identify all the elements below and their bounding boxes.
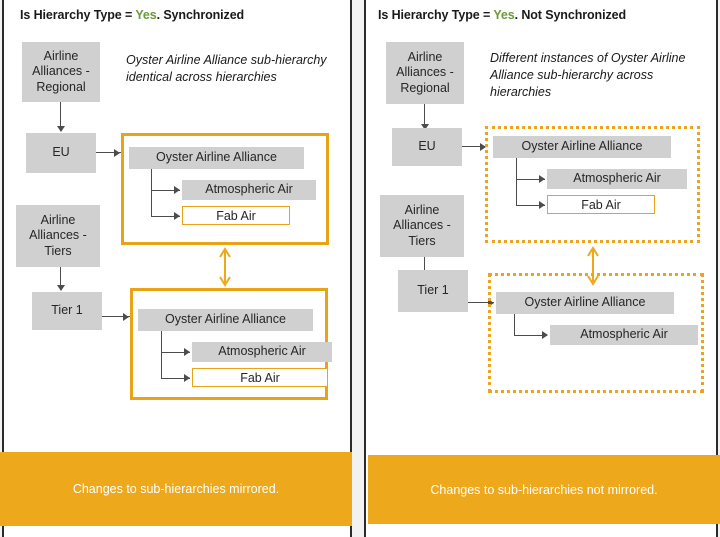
panel-synchronized: Is Hierarchy Type = Yes. Synchronized Oy…: [2, 0, 352, 537]
connector-oyster-top-branch-1-2: [516, 178, 545, 180]
connector-oyster-bottom-trunk-2: [161, 331, 163, 379]
connector-eu-oyster-line: [96, 152, 121, 154]
connector-regional-eu-arrowhead: [56, 126, 65, 132]
panel-title-prefix-2: Is Hierarchy Type =: [378, 8, 494, 22]
subhierarchy-group-top: [121, 133, 329, 245]
node-atmospheric-air-bottom-2: Atmospheric Air: [550, 325, 698, 345]
subhierarchy-group-top-2: [485, 126, 700, 243]
node-atmospheric-air-top-2: Atmospheric Air: [547, 169, 687, 189]
connector-tiers-tier1-arrowhead: [56, 285, 65, 291]
panel-title-suffix-2: . Not Synchronized: [514, 8, 627, 22]
connector-tier1-oyster-line-2: [468, 302, 494, 304]
node-airline-alliances-regional: Airline Alliances - Regional: [22, 42, 100, 102]
sync-double-arrow-icon: [219, 247, 231, 287]
connector-oyster-bottom-trunk-1-2: [514, 314, 516, 336]
node-oyster-airline-alliance-top: Oyster Airline Alliance: [129, 147, 304, 169]
subhierarchy-group-bottom-2: [488, 273, 704, 393]
note-synchronized: Oyster Airline Alliance sub-hierarchy id…: [126, 53, 327, 84]
node-airline-alliances-tiers-2: Airline Alliances - Tiers: [380, 195, 464, 257]
node-eu: EU: [26, 133, 96, 173]
panel-title-yes-value-2: Yes: [493, 8, 515, 22]
node-atmospheric-air-bottom: Atmospheric Air: [192, 342, 332, 362]
banner-not-synchronized: Changes to sub-hierarchies not mirrored.: [368, 455, 720, 524]
connector-oyster-top-arrowhead-1-2: [539, 175, 545, 183]
connector-oyster-top-trunk-2: [151, 169, 153, 217]
connector-tier1-oyster-arrowhead-2: [488, 298, 494, 307]
connector-eu-oyster-arrowhead-2: [480, 142, 486, 151]
node-oyster-airline-alliance-bottom: Oyster Airline Alliance: [138, 309, 313, 331]
connector-oyster-bottom-branch-1-2: [514, 334, 547, 336]
connector-regional-eu-line-2: [424, 104, 426, 130]
node-fab-air-top-2: Fab Air: [547, 195, 655, 214]
note-not-synchronized: Different instances of Oyster Airline Al…: [490, 51, 686, 99]
node-atmospheric-air-top: Atmospheric Air: [182, 180, 316, 200]
node-fab-air-bottom: Fab Air: [192, 368, 328, 387]
banner-synchronized: Changes to sub-hierarchies mirrored.: [0, 452, 352, 526]
node-oyster-airline-alliance-top-2: Oyster Airline Alliance: [493, 136, 671, 158]
connector-oyster-top-arrowhead-2-2: [539, 201, 545, 209]
node-airline-alliances-tiers: Airline Alliances - Tiers: [16, 205, 100, 267]
panel-not-synchronized: Is Hierarchy Type = Yes. Not Synchronize…: [364, 0, 718, 537]
connector-tier1-oyster-line: [102, 316, 130, 318]
panel-title-prefix: Is Hierarchy Type =: [20, 8, 136, 22]
connector-regional-eu-arrowhead-2: [420, 124, 429, 130]
node-airline-alliances-regional-2: Airline Alliances - Regional: [386, 42, 464, 104]
connector-eu-oyster-arrowhead: [114, 148, 120, 157]
panel-title-not-synchronized: Is Hierarchy Type = Yes. Not Synchronize…: [378, 8, 626, 22]
node-fab-air-top: Fab Air: [182, 206, 290, 225]
connector-oyster-top-branch-2: [151, 215, 180, 217]
node-tier-1-2: Tier 1: [398, 270, 468, 312]
node-oyster-airline-alliance-bottom-2: Oyster Airline Alliance: [496, 292, 674, 314]
connector-oyster-bottom-arrowhead-1: [184, 348, 190, 356]
connector-oyster-bottom-arrowhead-1-2: [542, 331, 548, 339]
node-tier-1: Tier 1: [32, 292, 102, 330]
connector-oyster-bottom-branch-1: [161, 351, 190, 353]
node-eu-2: EU: [392, 128, 462, 166]
connector-eu-oyster-line-2: [462, 146, 487, 148]
connector-oyster-top-arrowhead-1: [174, 186, 180, 194]
panel-title-suffix: . Synchronized: [156, 8, 245, 22]
connector-regional-eu-line: [60, 102, 62, 131]
connector-oyster-top-arrowhead-2: [174, 212, 180, 220]
connector-tier1-oyster-arrowhead: [123, 312, 129, 321]
connector-oyster-bottom-arrowhead-2: [184, 374, 190, 382]
connector-oyster-top-branch-2-2: [516, 204, 545, 206]
connector-tiers-tier1-line: [60, 267, 62, 290]
panel-title-synchronized: Is Hierarchy Type = Yes. Synchronized: [20, 8, 244, 22]
sync-double-arrow-icon-2: [587, 246, 599, 286]
panel-title-yes-value: Yes: [135, 8, 157, 22]
connector-oyster-bottom-branch-2: [161, 377, 190, 379]
connector-tiers-tier1-line-2: [424, 257, 426, 277]
connector-oyster-top-branch-1: [151, 189, 180, 191]
connector-oyster-top-trunk-2-2: [516, 158, 518, 206]
